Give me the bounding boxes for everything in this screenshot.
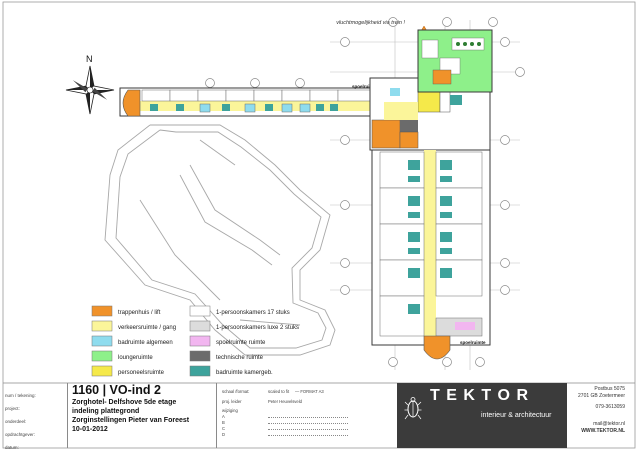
field-labels: num / tekening: project: onderdeel: opdrach… <box>5 389 67 454</box>
legend-left-label-2: badruimte algemeen <box>118 340 173 346</box>
legend-left-swatch-4 <box>91 365 113 377</box>
legend-right-label-3: technische ruimte <box>216 355 264 361</box>
legend-left-label-0: trappenhuis / lift <box>118 310 161 316</box>
company-address-2: 2701 GB Zoetermeer <box>578 393 625 399</box>
spoel-label-1: spoelruimte <box>352 84 378 89</box>
revision-letter: B <box>222 420 225 425</box>
east-west-wing: spoelruimte <box>119 84 386 117</box>
projleider-label: proj. leider <box>222 399 242 404</box>
drawing-number: 1160 | VO-ind 2 <box>72 383 161 397</box>
legend-left-label-3: loungeruimte <box>118 355 153 361</box>
company-phone: 079-3613059 <box>595 404 625 410</box>
revision-line <box>268 435 348 436</box>
legend-right-label-0: 1-persoonskamers 17 stuks <box>216 310 290 316</box>
company-email[interactable]: mail@tektor.nl <box>593 421 625 427</box>
legend-right-swatch-3 <box>189 350 211 362</box>
company-bar <box>397 383 567 448</box>
revision-row-0: A <box>222 414 352 420</box>
revision-letter: D <box>222 432 226 437</box>
revision-row-2: C <box>222 426 352 432</box>
revision-row-1: B <box>222 420 352 426</box>
revision-letter: C <box>222 426 226 431</box>
legend-left-swatch-1 <box>91 320 113 332</box>
revision-line <box>268 417 348 418</box>
legend-left-swatch-0 <box>91 305 113 317</box>
project-name: Zorghotel- Delfshove 5de etage <box>72 399 177 406</box>
legend-right-swatch-2 <box>189 335 211 347</box>
revision-letter: A <box>222 414 225 419</box>
wijziging-label: wijziging <box>222 408 238 413</box>
grid-axis-bubbles <box>205 17 525 367</box>
client-name: Zorginstellingen Pieter van Foreest <box>72 417 190 424</box>
drawing-date: 10-01-2012 <box>72 426 108 433</box>
legend-left-swatch-2 <box>91 335 113 347</box>
field-label-4: datum: <box>5 445 19 450</box>
existing-building-outline <box>104 124 336 356</box>
legend-right-swatch-1 <box>189 320 211 332</box>
legend-right-swatch-4 <box>189 365 211 377</box>
north-arrow-icon: N <box>65 54 115 115</box>
lounge-block <box>417 29 493 93</box>
drawing-part: indeling plattegrond <box>72 408 140 415</box>
legend-left-label-1: verkeersruimte / gang <box>118 325 176 331</box>
revision-line <box>268 429 348 430</box>
schaal-label: schaal /format: <box>222 389 250 394</box>
escape-note: vluchtmogelijkheid via trein ! <box>336 20 405 26</box>
title-block: num / tekening: project: onderdeel: opdrach… <box>3 383 635 450</box>
legend-right-label-2: spoelruimte ruimte <box>216 340 266 346</box>
meta-column <box>216 383 217 448</box>
field-label-2: onderdeel: <box>5 419 27 424</box>
field-label-1: project: <box>5 406 20 411</box>
beetle-logo-icon <box>404 395 422 421</box>
format-value: — FORMAT A3 <box>295 389 324 394</box>
north-south-wing: spoelruimte <box>371 149 491 360</box>
legend: trappenhuis / lift verkeersruimte / gang b… <box>91 305 299 377</box>
north-label: N <box>86 54 93 64</box>
revision-line <box>268 423 348 424</box>
scaled-label: scaled to fit <box>268 389 290 394</box>
field-label-column <box>3 383 68 448</box>
company-address-1: Postbus 5075 <box>594 386 625 392</box>
revision-row-3: D <box>222 432 352 438</box>
company-tagline: interieur & architectuur <box>481 412 552 419</box>
legend-right-label-4: badruimte kamergeb. <box>216 370 273 376</box>
legend-right-swatch-0 <box>189 305 211 317</box>
company-name: T E K T O R <box>430 387 529 404</box>
company-website[interactable]: WWW.TEKTOR.NL <box>581 428 625 434</box>
legend-left-label-4: personeelsruimte <box>118 370 165 376</box>
field-label-0: num / tekening: <box>5 393 36 398</box>
field-label-3: opdrachtgever: <box>5 432 36 437</box>
legend-right-label-1: 1-persoonskamers luxe 2 stuks <box>216 325 299 331</box>
projleider-value: Peter Heuvelsveld <box>268 399 302 404</box>
spoel-label-2: spoelruimte <box>460 340 486 345</box>
legend-left-swatch-3 <box>91 350 113 362</box>
